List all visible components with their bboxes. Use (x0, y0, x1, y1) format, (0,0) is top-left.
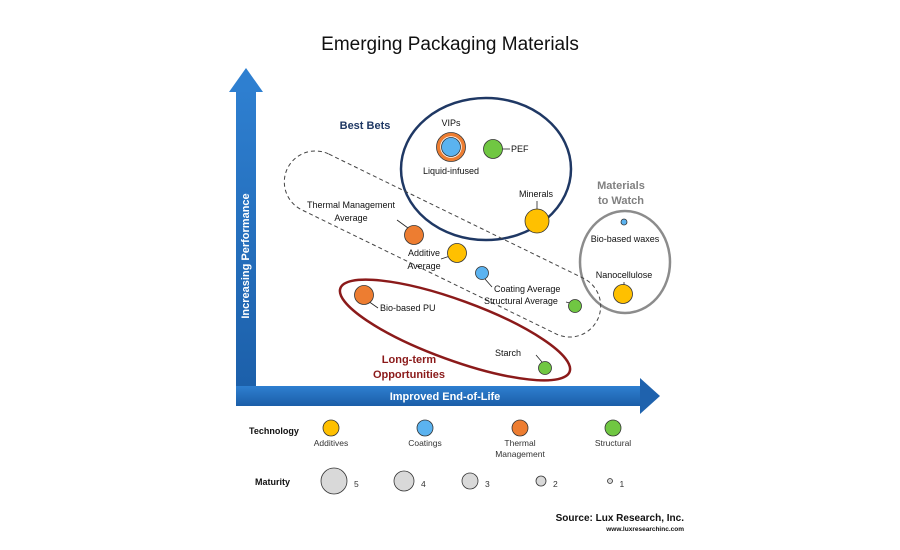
point-label-liquid-infused: Liquid-infused (423, 166, 479, 176)
legend-swatch-additives (322, 419, 340, 437)
point-label2-additive-average: Average (407, 261, 440, 271)
source-url: www.luxresearchinc.com (605, 526, 684, 533)
point-bio-based-waxes (620, 218, 628, 226)
leader-thermal-management-average (396, 219, 409, 229)
group-label-best-bets: Best Bets (340, 120, 391, 132)
leader-starch (535, 354, 543, 363)
legend-technology-title: Technology (249, 426, 299, 436)
point-label-bio-based-pu: Bio-based PU (380, 303, 436, 313)
point-label-minerals: Minerals (519, 189, 554, 199)
legend-maturity-label-3: 3 (485, 479, 490, 489)
point-coating-average (475, 266, 489, 280)
legend-label-structural: Structural (595, 438, 631, 448)
legend-maturity-label-2: 2 (553, 479, 558, 489)
point-label-starch: Starch (495, 348, 521, 358)
legend-maturity-title: Maturity (255, 477, 290, 487)
point-label-bio-based-waxes: Bio-based waxes (591, 234, 660, 244)
point-additive-average (447, 243, 467, 263)
leader-coating-average (484, 278, 493, 288)
legend-maturity-3 (461, 472, 479, 490)
point-label-thermal-management-average: Thermal Management (307, 200, 396, 210)
x-axis-label: Improved End-of-Life (390, 391, 501, 403)
point-label-vips: VIPs (441, 118, 461, 128)
legend-maturity-5 (320, 467, 348, 495)
point-label2-thermal-management-average: Average (334, 213, 367, 223)
group-label-long-term-2: Opportunities (373, 369, 445, 381)
chart-title: Emerging Packaging Materials (321, 34, 579, 55)
point-bio-based-pu (354, 285, 374, 305)
group-materials-to-watch-ellipse (578, 209, 672, 315)
group-label-materials-to-watch: Materials (597, 180, 645, 192)
legend-swatch-structural (604, 419, 622, 437)
legend-swatch-thermal (511, 419, 529, 437)
legend-maturity-label-4: 4 (421, 479, 426, 489)
group-best-bets-ellipse (399, 96, 573, 242)
point-starch (538, 361, 552, 375)
point-pef (483, 139, 503, 159)
legend-maturity-2 (535, 475, 547, 487)
legend-label2-thermal: Management (495, 449, 545, 459)
point-vips (441, 137, 461, 157)
point-structural-average (568, 299, 582, 313)
point-label-structural-average: Structural Average (484, 296, 558, 306)
group-long-term-ellipse (338, 278, 572, 382)
point-label-nanocellulose: Nanocellulose (596, 270, 653, 280)
legend-maturity-label-5: 5 (354, 479, 359, 489)
legend-swatch-coatings (416, 419, 434, 437)
x-axis-arrow (236, 378, 660, 414)
averages-dashed-capsule (283, 150, 602, 338)
point-thermal-management-average (404, 225, 424, 245)
point-label-coating-average: Coating Average (494, 284, 560, 294)
legend-label-thermal: Thermal (504, 438, 535, 448)
legend-maturity-4 (393, 470, 415, 492)
point-label-additive-average: Additive (408, 248, 440, 258)
point-minerals (524, 208, 550, 234)
group-label-materials-to-watch-2: to Watch (598, 195, 644, 207)
point-liquid-infused (436, 132, 466, 162)
source-text: Source: Lux Research, Inc. (556, 513, 685, 524)
point-outline-liquid-infused (436, 132, 466, 162)
legend-maturity-1 (607, 478, 613, 484)
legend-label-coatings: Coatings (408, 438, 442, 448)
group-label-long-term: Long-term (382, 354, 437, 366)
y-axis-label: Increasing Performance (240, 193, 252, 318)
legend-maturity-label-1: 1 (620, 479, 625, 489)
point-nanocellulose (613, 284, 633, 304)
legend-label-additives: Additives (314, 438, 349, 448)
point-label-pef: PEF (511, 144, 529, 154)
y-axis-arrow (229, 68, 263, 403)
